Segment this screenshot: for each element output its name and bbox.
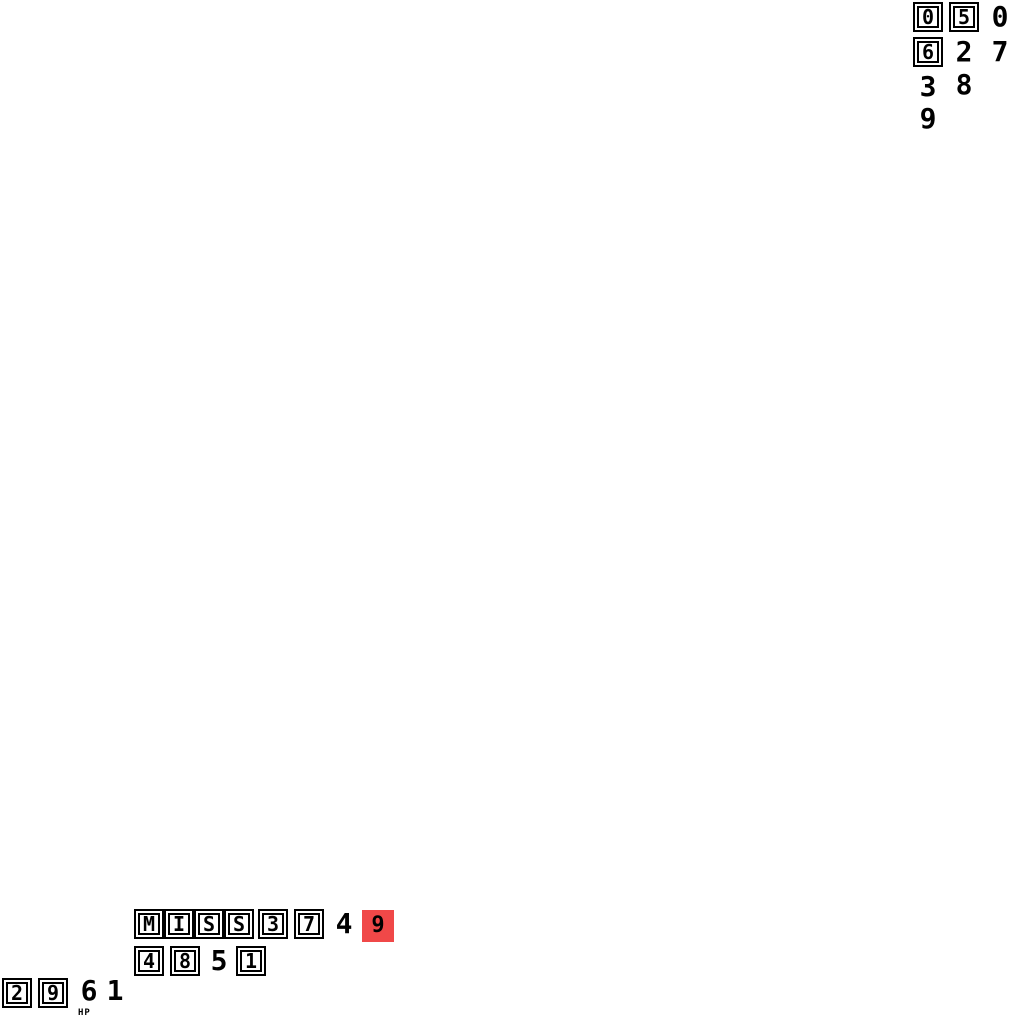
queue-cell: 8 — [949, 70, 979, 100]
middle-cell: 1 — [236, 946, 266, 976]
status-cell: 4 — [329, 909, 359, 939]
middle-cell: 5 — [204, 946, 234, 976]
queue-cell: 6 — [913, 37, 943, 67]
status-cell: 7 — [294, 909, 324, 939]
bottom-cell: 6 — [74, 976, 104, 1006]
bottom-cell: 1 — [100, 976, 130, 1006]
small-label: HP — [78, 1008, 91, 1018]
bottom-cell: 2 — [2, 978, 32, 1008]
bottom-cell: 9 — [38, 978, 68, 1008]
status-cell: S — [224, 909, 254, 939]
status-cell: M — [134, 909, 164, 939]
status-cell: 3 — [258, 909, 288, 939]
selected-cell: 9 — [362, 910, 394, 942]
queue-cell: 3 — [913, 72, 943, 102]
middle-cell: 8 — [170, 946, 200, 976]
queue-cell: 7 — [985, 37, 1015, 67]
number-queue-panel: 0 5 0 6 2 7 3 8 9 — [0, 0, 1024, 140]
middle-cell: 4 — [134, 946, 164, 976]
status-panel: M I S S 3 7 4 9 4 8 5 1 2 9 6 1 HP — [0, 900, 420, 1024]
queue-cell: 0 — [913, 2, 943, 32]
queue-cell: 2 — [949, 37, 979, 67]
status-cell: I — [164, 909, 194, 939]
queue-cell: 9 — [913, 104, 943, 134]
queue-cell: 0 — [985, 2, 1015, 32]
status-cell: S — [194, 909, 224, 939]
queue-cell: 5 — [949, 2, 979, 32]
